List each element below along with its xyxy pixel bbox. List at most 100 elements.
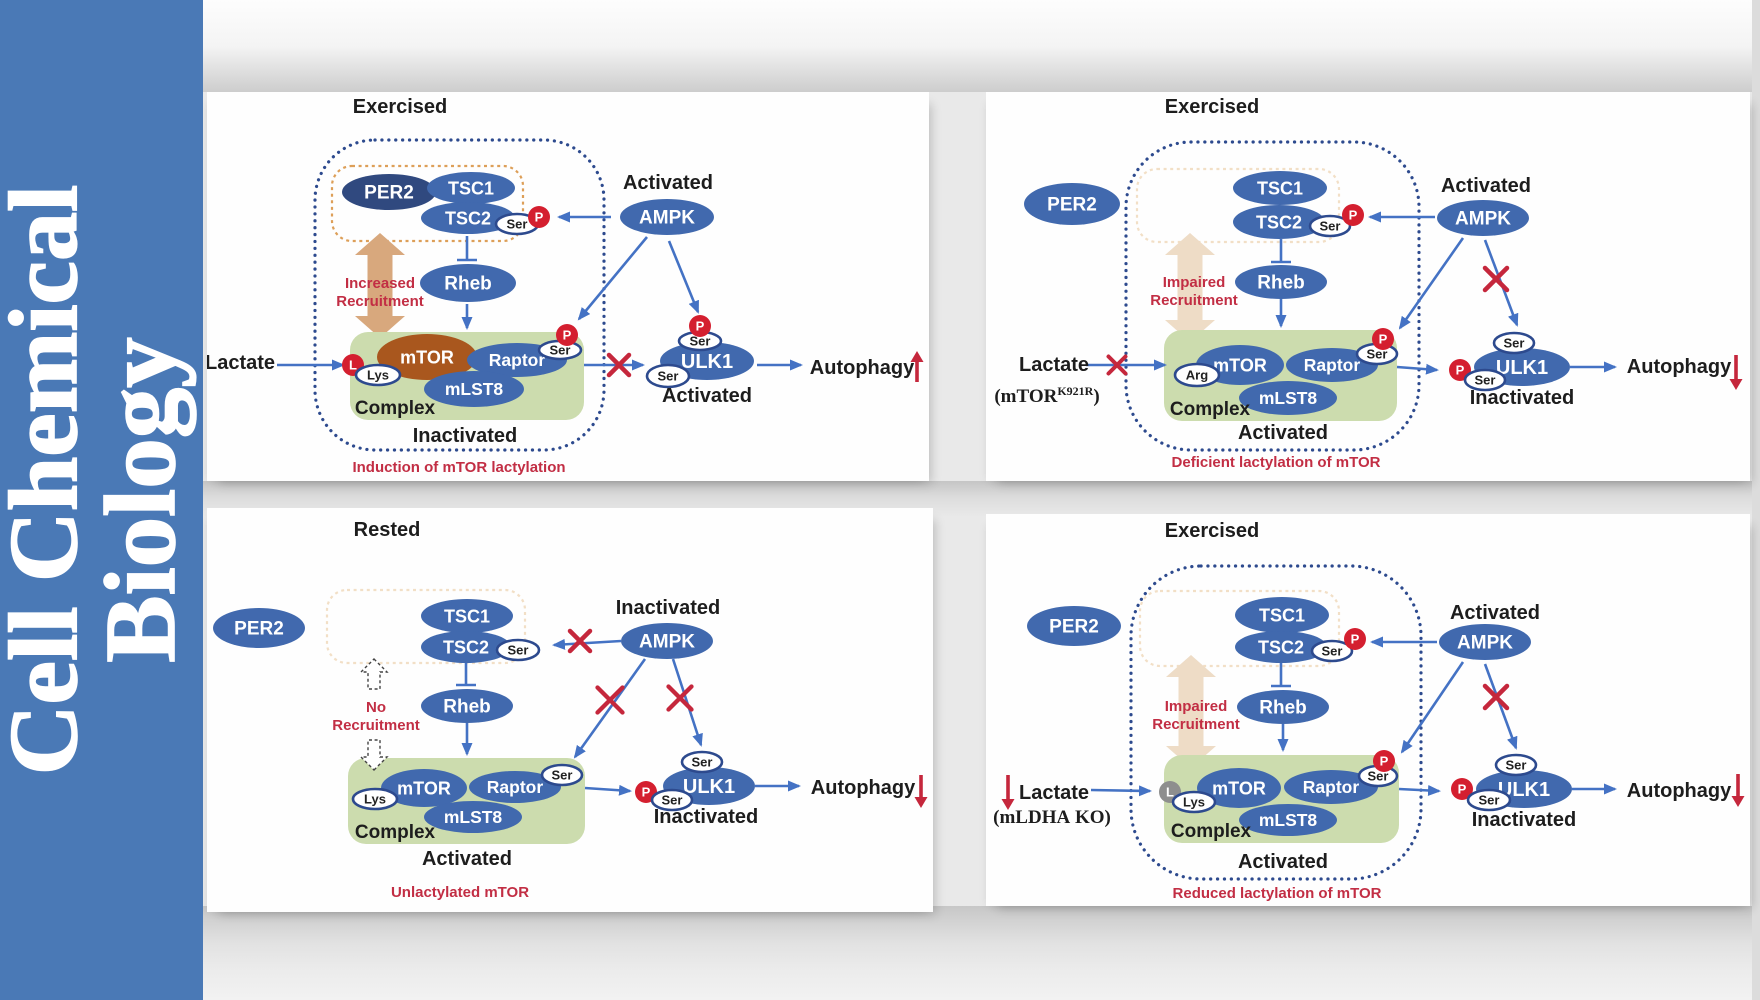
svg-text:Raptor: Raptor (489, 350, 546, 370)
svg-text:AMPK: AMPK (639, 208, 695, 229)
svg-text:ULK1: ULK1 (683, 776, 735, 798)
svg-text:Inactivated: Inactivated (616, 597, 720, 619)
svg-text:Autophagy: Autophagy (811, 777, 916, 799)
svg-text:mTOR: mTOR (1212, 778, 1266, 798)
svg-text:(mLDHA KO): (mLDHA KO) (993, 807, 1111, 828)
svg-text:ULK1: ULK1 (1496, 357, 1548, 379)
svg-text:Ser: Ser (692, 755, 713, 770)
svg-text:TSC2: TSC2 (1256, 212, 1302, 232)
svg-text:TSC2: TSC2 (445, 208, 491, 228)
svg-text:Lys: Lys (364, 792, 386, 807)
svg-text:Inactivated: Inactivated (654, 806, 758, 828)
svg-text:mTOR: mTOR (1213, 355, 1267, 375)
svg-text:Ser: Ser (658, 369, 679, 384)
svg-text:Activated: Activated (662, 385, 752, 407)
svg-text:Deficient lactylation of mTOR: Deficient lactylation of mTOR (1172, 454, 1381, 471)
svg-text:Inactivated: Inactivated (413, 425, 517, 447)
svg-text:mLST8: mLST8 (1259, 388, 1318, 408)
svg-text:Autophagy: Autophagy (1627, 356, 1732, 378)
svg-text:TSC1: TSC1 (444, 606, 490, 626)
svg-text:L: L (1166, 785, 1174, 800)
svg-text:Lactate: Lactate (1019, 354, 1089, 376)
svg-text:Rheb: Rheb (444, 274, 492, 295)
svg-text:Rested: Rested (354, 519, 421, 541)
svg-text:AMPK: AMPK (1457, 633, 1513, 654)
svg-text:Ser: Ser (1368, 769, 1389, 784)
svg-text:AMPK: AMPK (1455, 209, 1511, 230)
svg-text:Activated: Activated (1450, 602, 1540, 624)
svg-text:Ser: Ser (1367, 347, 1388, 362)
svg-text:TSC2: TSC2 (443, 637, 489, 657)
svg-text:mLST8: mLST8 (445, 379, 504, 399)
svg-text:Increased: Increased (345, 275, 415, 292)
svg-text:Reduced lactylation of mTOR: Reduced lactylation of mTOR (1173, 885, 1382, 902)
svg-text:Exercised: Exercised (1165, 520, 1260, 542)
svg-text:P: P (1458, 782, 1467, 797)
svg-text:TSC1: TSC1 (448, 178, 494, 198)
svg-text:No: No (366, 699, 386, 716)
svg-text:TSC1: TSC1 (1259, 605, 1305, 625)
svg-text:Lactate: Lactate (1019, 782, 1089, 804)
svg-text:Impaired: Impaired (1165, 698, 1228, 715)
svg-text:Ser: Ser (1322, 644, 1343, 659)
svg-text:P: P (1456, 363, 1465, 378)
svg-text:Recruitment: Recruitment (332, 717, 420, 734)
svg-text:P: P (1380, 754, 1389, 769)
svg-text:Complex: Complex (1170, 399, 1251, 420)
svg-text:TSC1: TSC1 (1257, 178, 1303, 198)
svg-text:P: P (535, 210, 544, 225)
svg-text:Lys: Lys (1183, 795, 1205, 810)
svg-text:Raptor: Raptor (1304, 355, 1361, 375)
svg-text:PER2: PER2 (1049, 617, 1099, 638)
svg-text:Autophagy: Autophagy (810, 357, 915, 379)
svg-text:Activated: Activated (1238, 422, 1328, 444)
svg-text:mLST8: mLST8 (444, 807, 503, 827)
svg-text:P: P (1349, 208, 1358, 223)
svg-text:L: L (349, 358, 357, 373)
svg-text:Activated: Activated (623, 172, 713, 194)
svg-text:Raptor: Raptor (1303, 777, 1360, 797)
svg-text:Ser: Ser (507, 217, 528, 232)
svg-text:PER2: PER2 (234, 619, 284, 640)
svg-text:Activated: Activated (422, 848, 512, 870)
svg-text:Ser: Ser (508, 643, 529, 658)
svg-text:PER2: PER2 (1047, 195, 1097, 216)
svg-text:Unlactylated mTOR: Unlactylated mTOR (391, 884, 529, 901)
svg-text:ULK1: ULK1 (1498, 779, 1550, 801)
svg-text:Ser: Ser (1475, 373, 1496, 388)
svg-text:TSC2: TSC2 (1258, 637, 1304, 657)
svg-text:Lys: Lys (367, 368, 389, 383)
svg-text:Ser: Ser (1504, 336, 1525, 351)
svg-text:Ser: Ser (1479, 793, 1500, 808)
svg-text:mTOR: mTOR (397, 778, 451, 798)
svg-text:Recruitment: Recruitment (1150, 292, 1238, 309)
svg-text:(mTORK921R): (mTORK921R) (994, 384, 1099, 407)
svg-text:Exercised: Exercised (1165, 96, 1260, 118)
svg-text:P: P (1351, 632, 1360, 647)
svg-text:P: P (696, 319, 705, 334)
svg-text:Induction of mTOR lactylation: Induction of mTOR lactylation (352, 459, 565, 476)
svg-text:Ser: Ser (1506, 758, 1527, 773)
svg-text:Impaired: Impaired (1163, 274, 1226, 291)
svg-text:Recruitment: Recruitment (336, 293, 424, 310)
svg-text:Arg: Arg (1186, 368, 1208, 383)
svg-text:Ser: Ser (662, 793, 683, 808)
svg-text:Complex: Complex (355, 822, 436, 843)
svg-text:AMPK: AMPK (639, 632, 695, 653)
svg-text:Inactivated: Inactivated (1472, 809, 1576, 831)
svg-text:Activated: Activated (1238, 851, 1328, 873)
svg-text:Complex: Complex (355, 398, 436, 419)
svg-text:ULK1: ULK1 (681, 351, 733, 373)
svg-text:P: P (1379, 332, 1388, 347)
svg-text:Complex: Complex (1171, 821, 1252, 842)
svg-text:P: P (642, 785, 651, 800)
svg-text:Autophagy: Autophagy (1627, 780, 1732, 802)
svg-text:Rheb: Rheb (443, 697, 491, 718)
svg-text:Ser: Ser (550, 343, 571, 358)
svg-text:P: P (563, 328, 572, 343)
svg-text:Rheb: Rheb (1259, 698, 1307, 719)
svg-text:Exercised: Exercised (353, 96, 448, 118)
svg-text:mTOR: mTOR (400, 347, 454, 367)
svg-text:Ser: Ser (690, 334, 711, 349)
svg-text:Ser: Ser (1320, 219, 1341, 234)
